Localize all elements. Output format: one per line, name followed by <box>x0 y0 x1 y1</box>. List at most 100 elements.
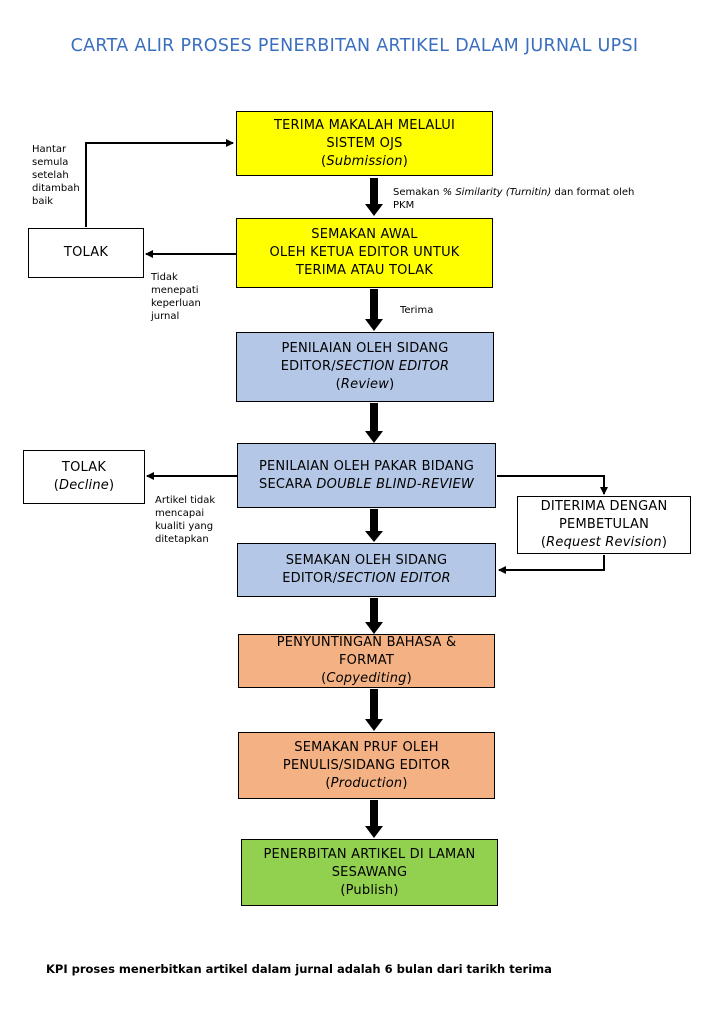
line2-prefix: SECARA <box>259 476 317 492</box>
arrow-production-to-publish <box>365 800 383 838</box>
paren-open: ( <box>335 377 341 392</box>
step-expert-review-line2: SECARA DOUBLE BLIND-REVIEW <box>259 476 474 494</box>
decline-term: Decline <box>58 478 110 493</box>
step-expert-review[interactable]: PENILAIAN OLEH PAKAR BIDANG SECARA DOUBL… <box>237 443 496 508</box>
arrow-review-to-expert <box>365 403 383 443</box>
step-copyediting-line1: PENYUNTINGAN BAHASA & <box>276 635 457 650</box>
note-quality-line: mencapai <box>155 508 205 519</box>
step-publish[interactable]: PENERBITAN ARTIKEL DI LAMAN SESAWANG (Pu… <box>241 839 498 906</box>
note-not-meet: Tidak menepati keperluan jurnal <box>151 271 201 323</box>
step-copyediting[interactable]: PENYUNTINGAN BAHASA & FORMAT (Copyeditin… <box>238 634 495 688</box>
line2-term: DOUBLE BLIND-REVIEW <box>316 476 474 492</box>
step-initial-check-line1: SEMAKAN AWAL <box>311 227 418 242</box>
note-resubmit-line: ditambah <box>32 183 80 194</box>
revision-box[interactable]: DITERIMA DENGAN PEMBETULAN (Request Revi… <box>517 496 691 554</box>
step-submission[interactable]: TERIMA MAKALAH MELALUI SISTEM OJS (Submi… <box>236 111 493 176</box>
note-quality-line: ditetapkan <box>155 534 209 545</box>
paren-close: ) <box>661 535 668 550</box>
reject-box[interactable]: TOLAK <box>28 228 144 278</box>
note-resubmit: Hantar semula setelah ditambah baik <box>32 143 80 208</box>
step-copyediting-line3: (Copyediting) <box>321 670 412 688</box>
note-not-meet-line: Tidak <box>151 272 178 283</box>
decline-box-label: TOLAK <box>61 460 107 475</box>
step-section-review-line2: EDITOR/SECTION EDITOR <box>281 358 450 376</box>
arrow-sectioncheck-to-copyediting <box>365 598 383 634</box>
revision-term: Request Revision <box>546 535 662 550</box>
step-section-review[interactable]: PENILAIAN OLEH SIDANG EDITOR/SECTION EDI… <box>236 332 494 402</box>
line2-term: SECTION EDITOR <box>337 571 451 586</box>
kpi-footer-note: KPI proses menerbitkan artikel dalam jur… <box>46 962 552 976</box>
paren-close: ) <box>402 153 408 169</box>
note-resubmit-line: setelah <box>32 170 69 181</box>
arrow-expert-to-sectioncheck <box>365 509 383 542</box>
note-resubmit-line: baik <box>32 196 54 207</box>
revision-box-line3: (Request Revision) <box>541 534 667 552</box>
note-similarity: Semakan % Similarity (Turnitin) dan form… <box>393 186 634 212</box>
note-quality-line: Artikel tidak <box>155 495 216 506</box>
revision-box-line1: DITERIMA DENGAN <box>540 499 668 514</box>
note-resubmit-line: semula <box>32 157 69 168</box>
step-section-check[interactable]: SEMAKAN OLEH SIDANG EDITOR/SECTION EDITO… <box>237 543 496 597</box>
decline-box-line2: (Decline) <box>54 477 115 495</box>
arrow-copyediting-to-production <box>365 689 383 731</box>
paren-open: ( <box>321 153 327 169</box>
step-production[interactable]: SEMAKAN PRUF OLEH PENULIS/SIDANG EDITOR … <box>238 732 495 799</box>
step-section-review-line1: PENILAIAN OLEH SIDANG <box>281 341 449 356</box>
main-flow-arrows <box>365 178 383 838</box>
paren-open: ( <box>540 535 547 550</box>
note-similarity-prefix: Semakan <box>393 187 443 198</box>
arrow-check-to-review <box>365 289 383 331</box>
connector-resubmit <box>85 139 234 227</box>
revision-box-line2: PEMBETULAN <box>558 517 650 532</box>
note-similarity-line2: PKM <box>393 200 415 211</box>
note-accept: Terima <box>400 305 434 316</box>
paren-close: ) <box>402 775 408 791</box>
note-quality-line: kualiti yang <box>155 521 214 532</box>
step-section-check-line2: EDITOR/SECTION EDITOR <box>282 570 451 588</box>
step-expert-review-line1: PENILAIAN OLEH PAKAR BIDANG <box>258 458 475 474</box>
decline-box[interactable]: TOLAK (Decline) <box>23 450 145 504</box>
note-similarity-term: % Similarity (Turnitin) <box>442 187 552 198</box>
step-initial-check[interactable]: SEMAKAN AWAL OLEH KETUA EDITOR UNTUK TER… <box>236 218 493 288</box>
note-not-meet-line: keperluan <box>151 298 201 309</box>
paren-open: ( <box>53 478 59 493</box>
line2-term: SECTION EDITOR <box>335 359 450 374</box>
step-section-check-line1: SEMAKAN OLEH SIDANG <box>285 553 448 568</box>
note-similarity-line1: Semakan % Similarity (Turnitin) dan form… <box>393 186 634 199</box>
step-submission-line1: TERIMA MAKALAH MELALUI <box>273 117 456 133</box>
step-production-line1: SEMAKAN PRUF OLEH <box>294 739 439 755</box>
note-resubmit-line: Hantar <box>32 144 67 155</box>
step-copyediting-term: Copyediting <box>326 671 407 686</box>
step-production-line2: PENULIS/SIDANG EDITOR <box>282 757 451 773</box>
step-publish-line2: SESAWANG <box>331 864 408 880</box>
paren-close: ) <box>406 671 412 686</box>
note-not-meet-line: jurnal <box>151 311 180 322</box>
paren-close: ) <box>109 478 115 493</box>
step-publish-line1: PENERBITAN ARTIKEL DI LAMAN <box>263 846 476 862</box>
step-publish-line3: (Publish) <box>340 882 399 898</box>
step-production-line3: (Production) <box>325 775 407 793</box>
paren-close: ) <box>389 377 395 392</box>
line2-prefix: EDITOR/ <box>280 359 336 374</box>
step-submission-line3: (Submission) <box>321 153 408 171</box>
step-copyediting-line2: FORMAT <box>339 653 394 668</box>
note-similarity-suffix: dan format oleh <box>551 187 635 198</box>
diagram-title: CARTA ALIR PROSES PENERBITAN ARTIKEL DAL… <box>70 36 639 56</box>
step-submission-term: Submission <box>326 153 403 169</box>
paren-open: ( <box>325 775 331 791</box>
step-production-term: Production <box>330 775 403 791</box>
step-submission-line2: SISTEM OJS <box>326 135 403 151</box>
step-initial-check-line3: TERIMA ATAU TOLAK <box>295 263 434 278</box>
step-section-review-line3: (Review) <box>336 376 395 394</box>
connector-revision-to-sectioncheck <box>498 555 605 574</box>
reject-box-label: TOLAK <box>63 245 109 260</box>
arrow-submission-to-check <box>365 178 383 216</box>
line2-prefix: EDITOR/ <box>282 571 338 586</box>
step-section-review-term: Review <box>340 377 390 392</box>
note-quality: Artikel tidak mencapai kualiti yang dite… <box>155 494 215 546</box>
note-not-meet-line: menepati <box>151 285 199 296</box>
paren-open: ( <box>321 671 327 686</box>
connector-expert-to-revision <box>497 475 608 495</box>
step-initial-check-line2: OLEH KETUA EDITOR UNTUK <box>269 245 460 260</box>
